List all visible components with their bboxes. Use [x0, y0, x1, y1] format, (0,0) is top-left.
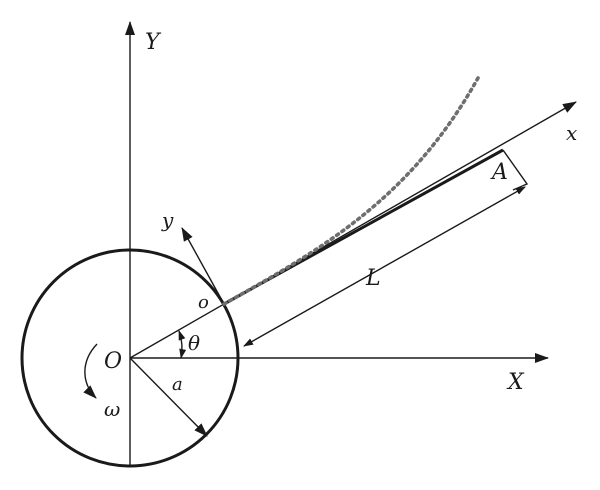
- label-y-local: y: [161, 208, 174, 232]
- label-omega: ω: [104, 397, 120, 421]
- local-y-axis: [181, 227, 225, 305]
- label-Y: Y: [145, 30, 162, 55]
- local-x-axis: [129, 101, 577, 359]
- radius-line: [129, 357, 208, 437]
- label-a: a: [172, 374, 183, 395]
- label-x-local: x: [566, 121, 577, 145]
- label-theta: θ: [188, 331, 200, 355]
- theta-arc: [178, 330, 187, 359]
- label-X: X: [506, 370, 525, 395]
- omega-arrow: [83, 343, 98, 399]
- label-A: A: [490, 160, 508, 185]
- label-o: o: [198, 292, 209, 313]
- label-L: L: [365, 266, 381, 291]
- label-O: O: [104, 349, 122, 374]
- length-dimension: [243, 186, 526, 347]
- deflection-curve: [222, 76, 480, 306]
